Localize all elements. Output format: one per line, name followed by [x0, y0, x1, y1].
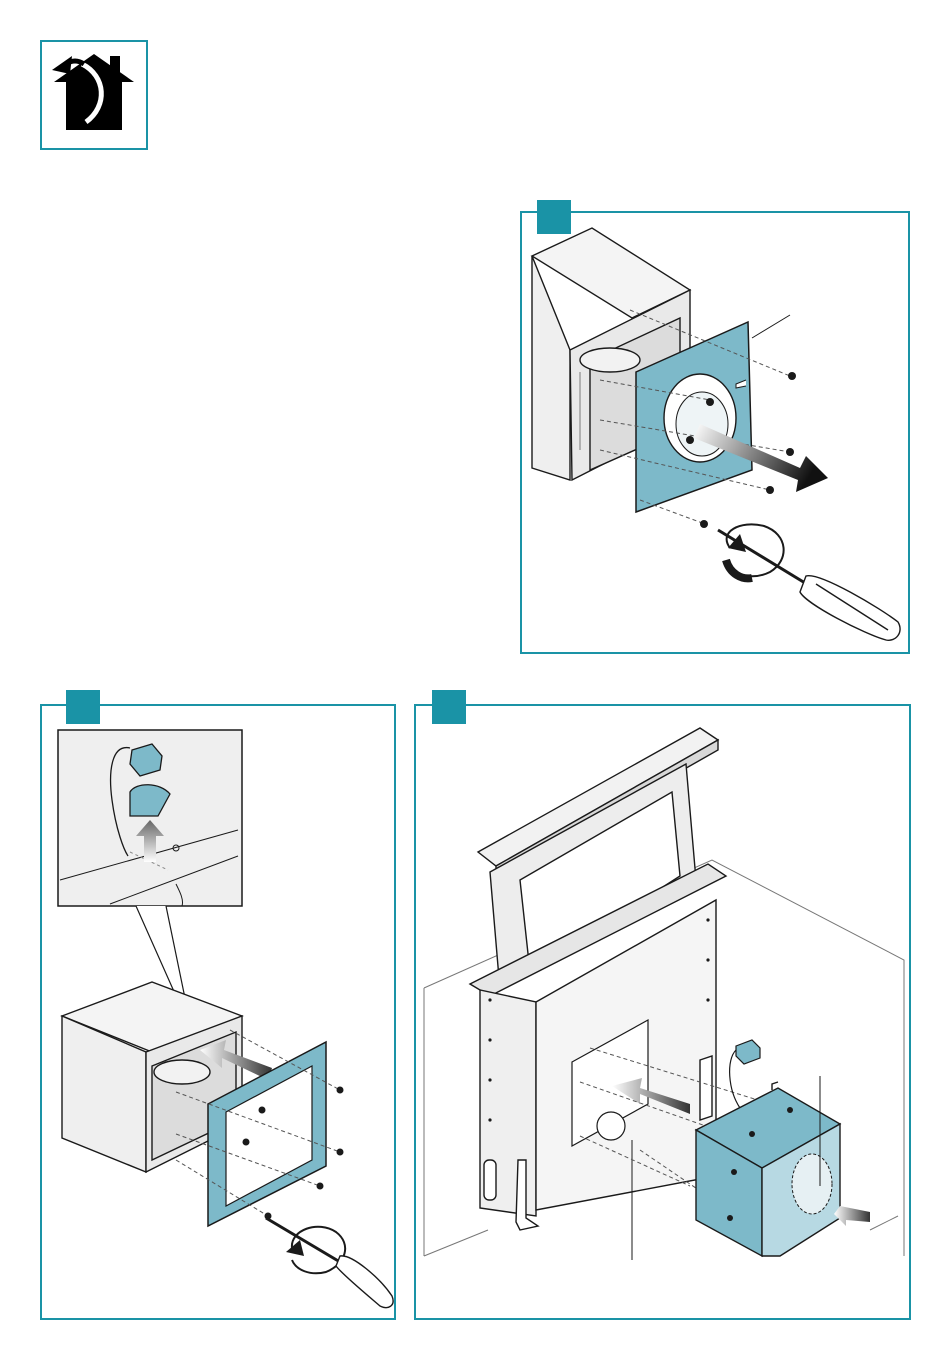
- step3-duct-outlet: [597, 1112, 625, 1140]
- step3-exhaust-arrow-icon: [834, 1206, 870, 1226]
- step3-downdraft-hood: [470, 728, 726, 1230]
- step3-motor-outlet: [792, 1154, 832, 1214]
- step3-connector-plug: [730, 1040, 760, 1108]
